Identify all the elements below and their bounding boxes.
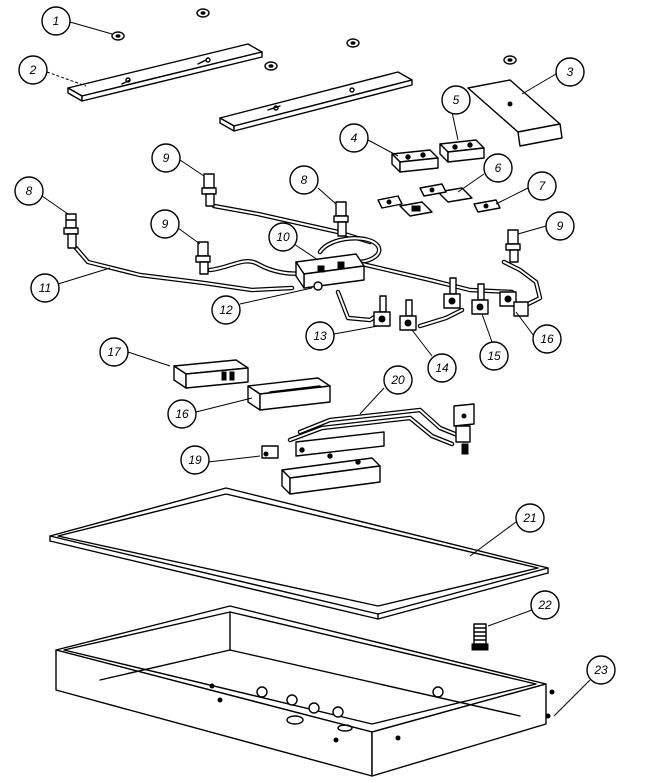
callout-14: 14 (411, 329, 457, 383)
callout-9-mid: 9 (150, 209, 201, 245)
burner-bracket-left (67, 43, 263, 102)
orifice-fitting-8-center (333, 201, 349, 237)
svg-text:19: 19 (188, 453, 202, 467)
orifice-fitting-9-mid (195, 241, 211, 275)
svg-text:11: 11 (39, 281, 51, 295)
callout-4: 4 (339, 123, 399, 157)
svg-text:9: 9 (557, 219, 564, 233)
svg-text:13: 13 (313, 329, 327, 343)
svg-text:15: 15 (487, 349, 501, 363)
callout-7: 7 (495, 171, 557, 205)
burner-valve-15a (443, 277, 461, 309)
svg-text:16: 16 (540, 332, 554, 346)
svg-text:4: 4 (351, 131, 358, 145)
callout-5: 5 (441, 85, 471, 141)
callout-16-valve: 16 (515, 311, 562, 354)
svg-text:8: 8 (301, 173, 308, 187)
burner-assembly-20 (261, 403, 475, 495)
callout-2: 2 (18, 55, 87, 87)
callout-22: 22 (487, 590, 560, 627)
svg-text:12: 12 (219, 303, 233, 317)
svg-text:9: 9 (163, 151, 170, 165)
nut-part-1 (111, 8, 517, 71)
block-part-4 (391, 149, 439, 173)
module-box-17 (173, 359, 249, 389)
callout-17: 17 (99, 337, 171, 367)
burner-valve-16 (499, 291, 529, 317)
svg-text:8: 8 (26, 184, 33, 198)
gas-tubing (73, 203, 543, 329)
callout-16-box: 16 (167, 397, 253, 429)
svg-text:10: 10 (276, 230, 290, 244)
callout-1: 1 (41, 6, 113, 36)
svg-text:5: 5 (453, 93, 460, 107)
orifice-fitting-8-left (63, 213, 79, 249)
block-part-5 (439, 139, 485, 163)
burner-valve-14 (399, 299, 417, 331)
orifice-fitting-9-right (505, 229, 521, 263)
callout-20: 20 (359, 365, 413, 415)
burner-valve-13 (373, 295, 391, 327)
spring-fitting-22 (471, 623, 489, 651)
svg-text:2: 2 (29, 63, 37, 77)
valve-manifold (295, 253, 365, 291)
mounting-bracket-part-3 (467, 79, 563, 147)
burner-bracket-right (219, 71, 413, 132)
callout-11: 11 (30, 267, 111, 303)
svg-text:22: 22 (537, 598, 552, 612)
callout-9-right: 9 (517, 211, 575, 241)
svg-text:16: 16 (175, 407, 189, 421)
burner-valve-15b (471, 283, 489, 315)
svg-text:21: 21 (522, 511, 536, 525)
svg-text:23: 23 (593, 663, 608, 677)
callout-8-left: 8 (14, 176, 69, 215)
gasket-frame-21 (49, 487, 549, 620)
callout-8-center: 8 (289, 165, 337, 205)
svg-text:17: 17 (107, 345, 122, 359)
svg-text:3: 3 (567, 65, 574, 79)
callout-10: 10 (268, 222, 319, 261)
svg-text:20: 20 (390, 373, 405, 387)
module-box-18 (247, 377, 331, 411)
plate-part-7 (377, 183, 501, 213)
svg-text:1: 1 (53, 14, 60, 28)
callout-21: 21 (469, 503, 545, 557)
callout-9-top: 9 (151, 143, 205, 177)
callout-19: 19 (180, 445, 261, 475)
svg-text:7: 7 (539, 179, 547, 193)
callout-13: 13 (305, 321, 379, 351)
callout-23: 23 (553, 655, 616, 717)
callout-15: 15 (479, 313, 509, 371)
callout-6: 6 (457, 153, 513, 193)
orifice-fitting-9-top (201, 173, 217, 207)
svg-text:9: 9 (162, 217, 169, 231)
svg-text:14: 14 (435, 361, 449, 375)
svg-text:6: 6 (495, 161, 502, 175)
callout-3: 3 (521, 57, 585, 95)
pan-23 (55, 605, 555, 777)
callout-12: 12 (211, 287, 313, 325)
